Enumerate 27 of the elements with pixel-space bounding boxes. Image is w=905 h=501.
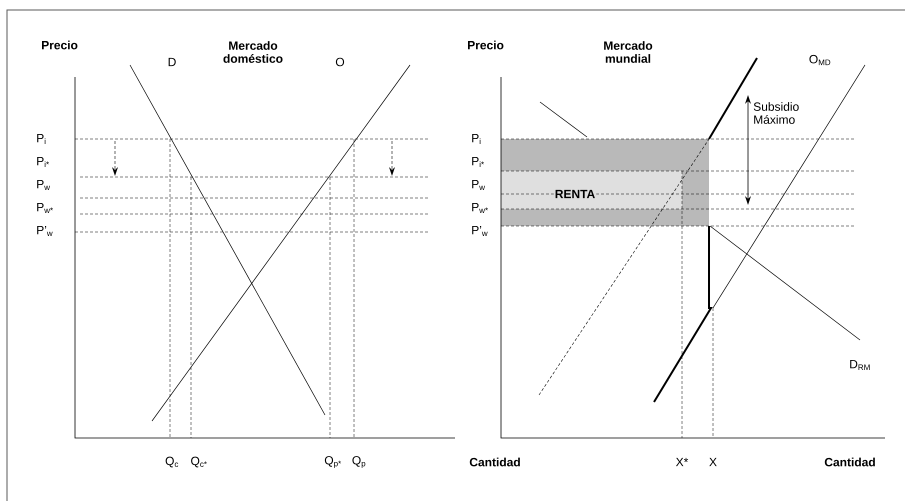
curve-label: D$_{RM}$	[850, 360, 870, 370]
quantity-label: X*	[676, 458, 688, 466]
price-label: P$_{i*}$	[37, 156, 49, 168]
price-label: P’$_{w}$	[472, 226, 488, 236]
axis-title: Cantidad	[470, 458, 520, 466]
quantity-label: Q$_{c*}$	[191, 456, 207, 468]
chart-title: Mercado doméstico	[223, 41, 283, 63]
axis-title: Precio	[468, 40, 504, 50]
axis-title: Precio	[42, 40, 78, 50]
quantity-label: Q$_{p}$	[352, 456, 366, 468]
price-label: P$_{i*}$	[472, 156, 484, 168]
price-label: P’$_{w}$	[37, 226, 53, 236]
price-label: P$_{i}$	[472, 134, 480, 144]
curve-label: D	[168, 58, 176, 66]
price-label: P$_{w*}$	[472, 202, 488, 214]
curve-label: O	[336, 58, 344, 66]
quantity-label: Q$_{c}$	[166, 456, 178, 468]
price-label: P$_{w}$	[472, 180, 486, 190]
price-label: P$_{w}$	[37, 180, 50, 190]
curve-label: O$_{MD}$	[809, 54, 830, 66]
price-label: P$_{i}$	[37, 134, 46, 144]
quantity-label: X	[709, 458, 717, 466]
quantity-label: Q$_{p*}$	[324, 456, 342, 468]
annotation-text: Subsidio Máximo	[754, 102, 799, 124]
axis-title: Cantidad	[824, 458, 875, 466]
price-label: P$_{w*}$	[37, 202, 53, 214]
chart-title: Mercado mundial	[604, 41, 652, 63]
